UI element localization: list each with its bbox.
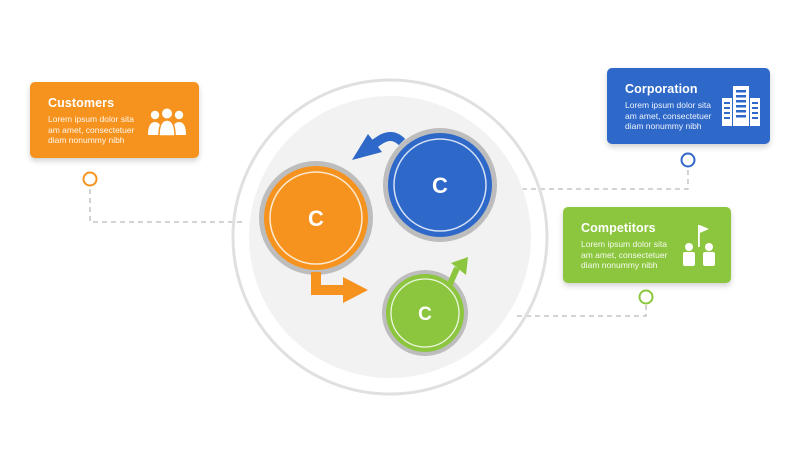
node-corporation: C [383,128,497,242]
orange-arrow-icon [311,272,368,303]
corporation-title: Corporation [625,82,698,96]
competitors-title: Competitors [581,221,656,235]
competitors-card: Competitors Lorem ipsum dolor sita am am… [563,207,731,283]
connector-dot-competitors [638,289,654,305]
blue-arrow-icon [352,132,406,160]
connector-customers [89,189,245,223]
competitors-flag-icon [683,225,715,266]
office-building-icon [722,86,760,126]
competitors-body: Lorem ipsum dolor sita am amet, consecte… [581,239,668,270]
connector-dot-customers [82,171,98,187]
connector-competitors [515,305,647,317]
green-arrow-icon [447,257,468,286]
node-competitors: C [382,270,468,356]
corporation-card: Corporation Lorem ipsum dolor sita am am… [607,68,770,144]
customers-title: Customers [48,96,115,110]
customers-body: Lorem ipsum dolor sita am amet, consecte… [48,114,135,145]
node-customers: C [259,161,373,275]
corporation-body: Lorem ipsum dolor sita am amet, consecte… [625,100,712,131]
connector-corporation [500,170,689,190]
node-letter-corporation: C [432,173,448,198]
node-letter-customers: C [308,206,324,231]
connector-dot-corporation [680,152,696,168]
people-group-icon [148,108,186,137]
outer-ring [231,78,549,396]
node-letter-competitors: C [418,304,432,325]
customers-card: Customers Lorem ipsum dolor sita am amet… [30,82,199,158]
